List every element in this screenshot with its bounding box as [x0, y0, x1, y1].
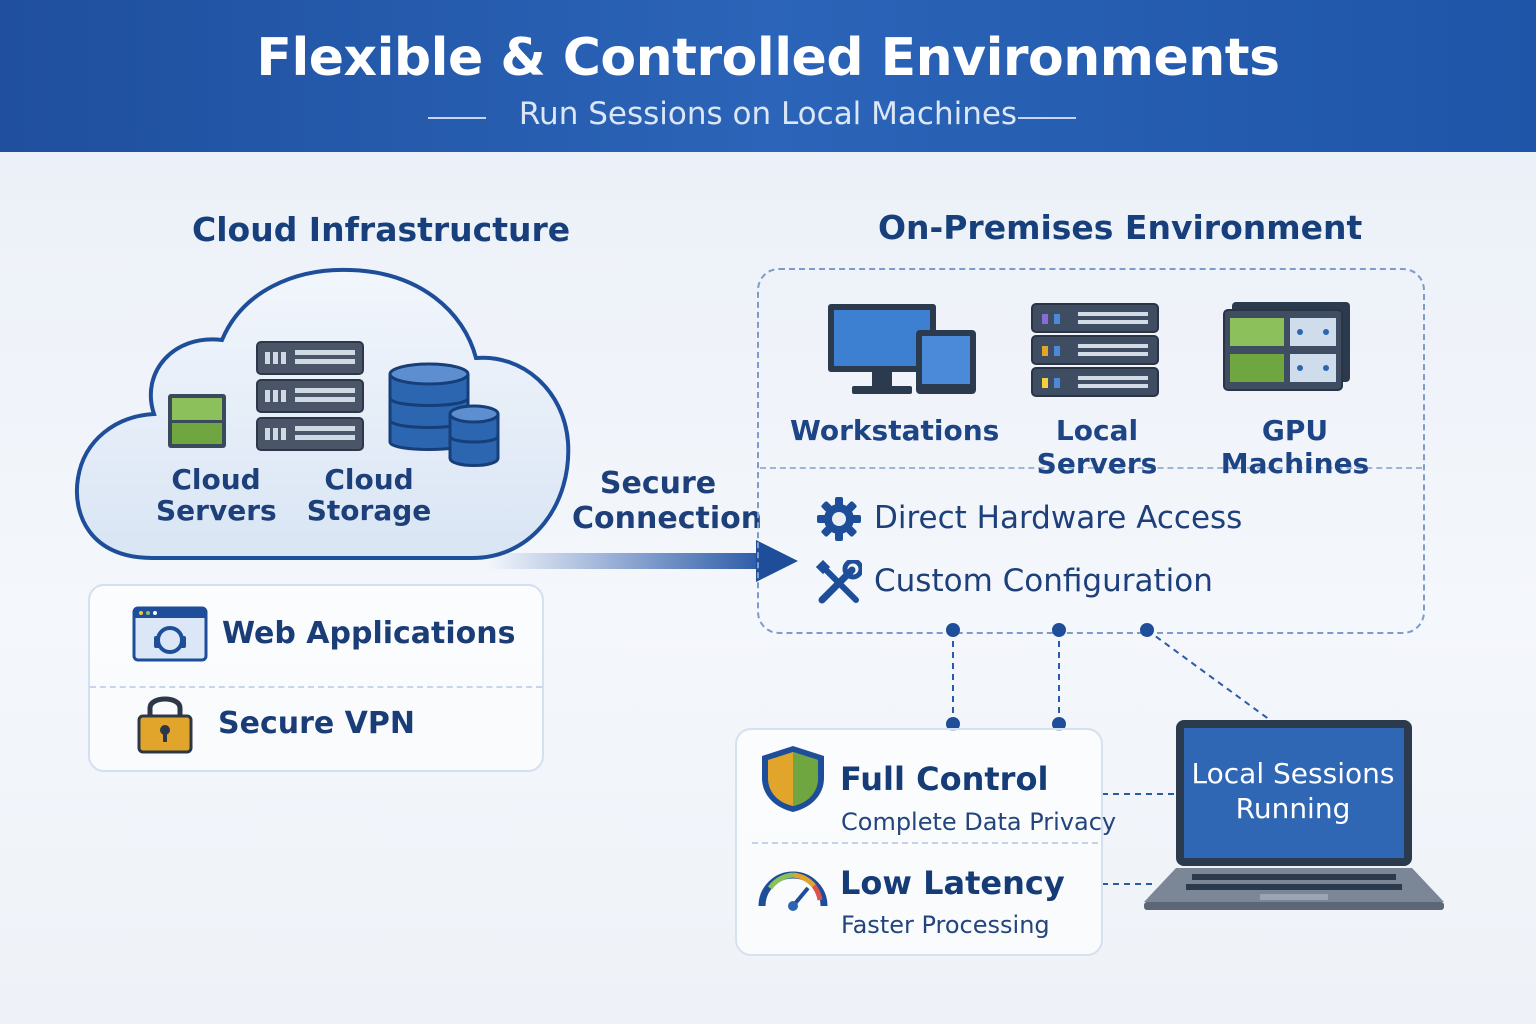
cloud-servers-label: Cloud Servers [156, 463, 277, 527]
device-label-gpu-machines: GPU Machines [1220, 414, 1370, 480]
local-server-icon [1031, 303, 1159, 397]
web-app-icon [132, 606, 208, 662]
cloud-heading: Cloud Infrastructure [192, 210, 571, 249]
wrench-screwdriver-icon [816, 560, 862, 604]
onprem-divider [760, 467, 1422, 469]
cloud-servers-line1: Cloud [171, 463, 261, 496]
subtitle-rule-left [428, 117, 486, 119]
low-latency-subtitle: Faster Processing [841, 911, 1050, 939]
subtitle-rule-right [1018, 117, 1076, 119]
device-label-workstations: Workstations [790, 414, 1000, 447]
panel-divider [90, 686, 542, 688]
cloud-storage-line2: Storage [306, 494, 432, 527]
cloud-servers-line2: Servers [156, 494, 277, 527]
laptop-text-line1: Local Sessions [1191, 757, 1395, 790]
cloud-shape [75, 267, 571, 560]
green-server-icon [168, 394, 226, 448]
speedometer-icon [758, 871, 828, 911]
cloud-storage-line1: Cloud [324, 463, 414, 496]
feature-custom-configuration: Custom Configuration [874, 563, 1213, 599]
gear-icon [817, 497, 861, 541]
onprem-box [757, 268, 1425, 634]
cloud-storage-label: Cloud Storage [306, 464, 432, 526]
header-banner: Flexible & Controlled Environments Run S… [0, 0, 1536, 152]
shield-icon [762, 746, 824, 812]
device-label-local-servers: Local Servers [1036, 414, 1158, 480]
connector-lines [946, 623, 1271, 885]
web-applications-label: Web Applications [222, 616, 516, 651]
connection-arrow [488, 540, 798, 582]
page-title: Flexible & Controlled Environments [256, 28, 1280, 88]
secure-connection-line2: Connection [572, 501, 763, 536]
secure-vpn-label: Secure VPN [218, 706, 415, 741]
laptop-screen-text: Local Sessions Running [1188, 756, 1398, 826]
secure-connection-label: Secure Connection [572, 466, 763, 536]
server-rack-icon [256, 341, 364, 451]
database-icon [388, 362, 500, 467]
feature-direct-hardware-access: Direct Hardware Access [874, 500, 1243, 536]
full-control-subtitle: Complete Data Privacy [841, 808, 1117, 836]
full-control-title: Full Control [840, 760, 1049, 798]
page-subtitle: Run Sessions on Local Machines [518, 96, 1018, 132]
lock-icon [137, 696, 193, 754]
laptop-icon [1144, 720, 1444, 910]
secure-connection-line1: Secure [599, 466, 717, 501]
workstation-icon [828, 304, 976, 394]
laptop-text-line2: Running [1235, 792, 1351, 825]
low-latency-title: Low Latency [840, 864, 1065, 902]
gpu-machine-icon [1223, 302, 1350, 391]
onprem-heading: On-Premises Environment [878, 208, 1363, 247]
benefits-divider [752, 842, 1098, 844]
